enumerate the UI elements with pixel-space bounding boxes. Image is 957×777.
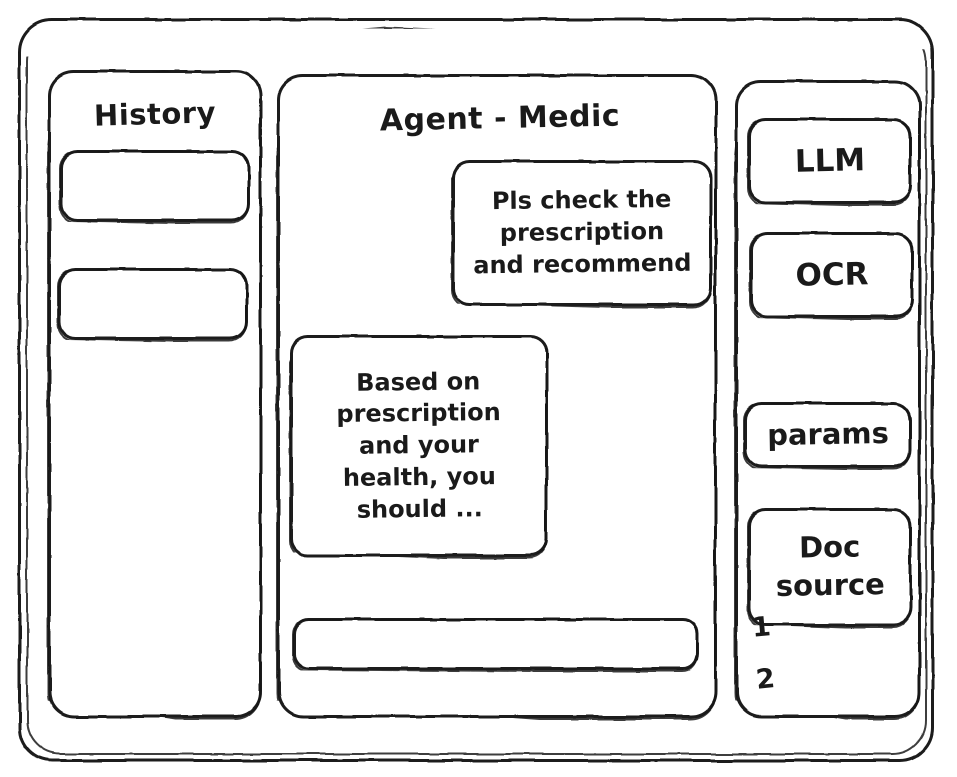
agent-message-bubble [290, 335, 548, 557]
doc-source-item-1[interactable]: 1 [750, 611, 773, 644]
doc-source-item-2[interactable]: 2 [754, 663, 777, 696]
history-list-item[interactable] [60, 150, 250, 222]
user-message-bubble [452, 160, 712, 306]
tool-button-ocr[interactable] [750, 232, 914, 318]
history-panel-title: History [93, 95, 217, 133]
params-button[interactable] [744, 402, 912, 468]
tool-button-llm[interactable] [748, 118, 912, 204]
message-input[interactable] [293, 618, 699, 670]
doc-source-button[interactable] [748, 508, 912, 626]
history-list-item[interactable] [58, 268, 248, 340]
